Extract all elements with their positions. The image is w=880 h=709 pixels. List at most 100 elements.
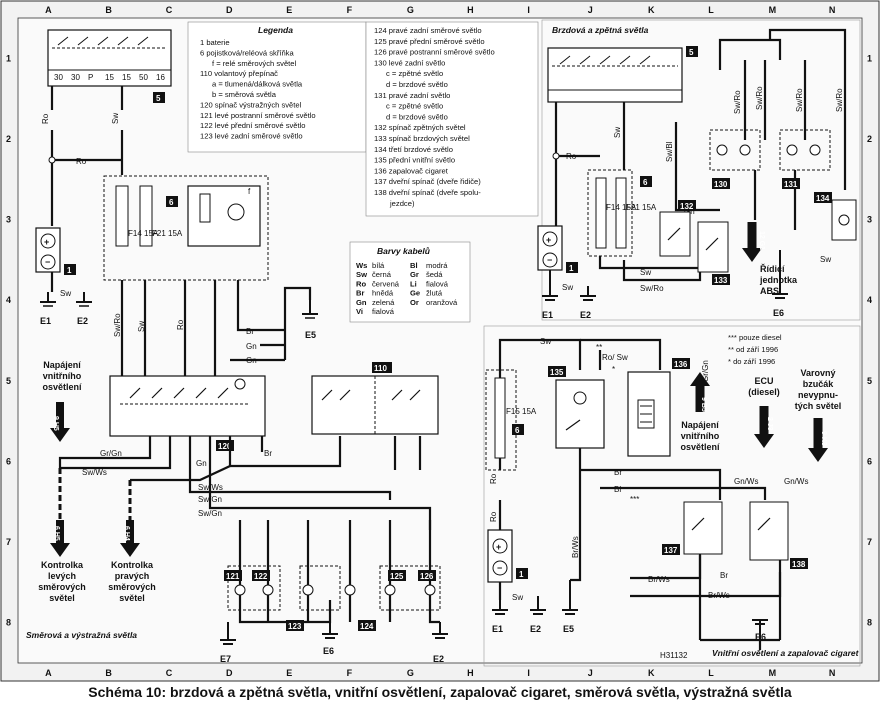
- door-switch-137: 137: [662, 501, 723, 555]
- ground-e1-left: E1: [40, 292, 56, 326]
- grid-row-right-4: 4: [867, 295, 872, 305]
- grid-row-left-4: 4: [6, 295, 11, 305]
- svg-text:Gn: Gn: [246, 356, 257, 365]
- svg-text:* do září 1996: * do září 1996: [728, 357, 775, 366]
- grid-col-bottom-J: J: [588, 668, 593, 678]
- svg-text:E5: E5: [563, 624, 574, 634]
- svg-text:Gn: Gn: [246, 342, 257, 351]
- cable-color-name: červená: [372, 279, 400, 288]
- grid-col-top-N: N: [829, 5, 836, 15]
- ground-e7: E7: [220, 622, 236, 664]
- arrow-caption-line: bzučák: [803, 379, 835, 389]
- svg-text:1: 1: [569, 264, 574, 273]
- grid-row-right-1: 1: [867, 53, 872, 63]
- svg-text:135: 135: [550, 368, 564, 377]
- svg-text:6: 6: [643, 178, 648, 187]
- indicator-lamps-bottom: 121 122 123 124 125 126: [224, 520, 441, 631]
- grid-col-top-A: A: [45, 5, 52, 15]
- arrow-caption-line: směrových: [108, 582, 156, 592]
- cable-code: Ws: [356, 261, 367, 270]
- interior-light-135: 135: [548, 366, 605, 449]
- svg-text:Br/Ws: Br/Ws: [571, 536, 580, 558]
- grid-row-left-5: 5: [6, 376, 11, 386]
- svg-text:Sw: Sw: [540, 337, 551, 346]
- ground-e2-right: E2 Sw: [562, 283, 596, 320]
- svg-text:126: 126: [420, 572, 434, 581]
- arrow-caption-line: vnitřního: [681, 431, 720, 441]
- ground-e6-mid: E6: [322, 622, 338, 656]
- svg-text:138: 138: [792, 560, 806, 569]
- svg-text:5: 5: [689, 48, 694, 57]
- svg-text:12 G1: 12 G1: [758, 231, 765, 250]
- grid-col-top-B: B: [105, 5, 112, 15]
- cable-color-name: fialová: [372, 307, 395, 316]
- wires-left-top: [50, 86, 312, 362]
- section-title-indicators: Směrová a výstražná světla: [26, 630, 137, 640]
- svg-text:Br: Br: [264, 449, 272, 458]
- svg-text:E2: E2: [530, 624, 541, 634]
- legend-entry: 121 levé postranní směrové světlo: [200, 111, 316, 120]
- arrow-caption-line: ECU: [754, 376, 773, 386]
- grid-row-right-3: 3: [867, 215, 872, 225]
- grid-col-bottom-C: C: [166, 668, 173, 678]
- legend-entry: 110 volantový přepínač: [200, 69, 278, 78]
- battery-1-left: + − 1: [35, 227, 76, 275]
- grid-col-top-F: F: [347, 5, 353, 15]
- wires-left-bottom: [58, 436, 432, 530]
- cable-color-name: černá: [372, 270, 392, 279]
- svg-text:Sw/Ro: Sw/Ro: [113, 313, 122, 337]
- grid-col-bottom-G: G: [407, 668, 414, 678]
- svg-text:Br: Br: [614, 468, 622, 477]
- svg-text:E6: E6: [773, 308, 784, 318]
- legend-entry: 123 levé zadní směrové světlo: [200, 132, 303, 141]
- svg-text:*: *: [612, 365, 615, 374]
- ground-e2-mid: E2: [432, 622, 448, 664]
- legend-entry: 130 levé zadní světlo: [374, 58, 445, 67]
- grid-col-top-K: K: [648, 5, 655, 15]
- svg-text:123: 123: [288, 622, 302, 631]
- grid-col-bottom-L: L: [708, 668, 714, 678]
- battery-1-right: + − 1: [537, 225, 578, 273]
- grid-col-bottom-E: E: [286, 668, 292, 678]
- svg-text:E2: E2: [433, 654, 444, 664]
- legend-entry: 120 spínač výstražných světel: [200, 100, 302, 109]
- arrow-caption-line: tých světel: [795, 401, 842, 411]
- grid-row-left-7: 7: [6, 537, 11, 547]
- arrow-caption-line: Kontrolka: [41, 560, 84, 570]
- arrow-caption-line: vnitřního: [43, 371, 82, 381]
- svg-text:E6: E6: [323, 646, 334, 656]
- svg-text:**: **: [596, 343, 602, 352]
- svg-text:***: ***: [630, 495, 639, 504]
- ground-e5-left: E5: [302, 300, 318, 340]
- svg-text:Sw/Gn: Sw/Gn: [198, 495, 222, 504]
- svg-text:Br/Ws: Br/Ws: [708, 591, 730, 600]
- svg-text:Ro: Ro: [489, 473, 498, 484]
- ground-e1-bottom: E1: [492, 600, 508, 634]
- svg-text:Sw/Ro: Sw/Ro: [835, 88, 844, 112]
- svg-text:Gn/Ws: Gn/Ws: [734, 477, 758, 486]
- steering-column-switch-110: 110: [311, 362, 439, 435]
- svg-text:121: 121: [226, 572, 240, 581]
- lamp-131: 131: [779, 129, 831, 189]
- fuse-relay-box-6-right: 6 F14 15A F21 15A: [587, 169, 657, 257]
- grid-col-bottom-A: A: [45, 668, 52, 678]
- svg-text:Sw: Sw: [512, 593, 523, 602]
- lamp-134: 134: [814, 192, 857, 241]
- svg-text:Ro/ Sw: Ro/ Sw: [602, 353, 628, 362]
- fuse-bank-label: 30: [54, 73, 63, 82]
- legend-entry: 6 pojistková/reléová skříňka: [200, 48, 294, 57]
- legend-entry: c = zpětné světlo: [386, 102, 443, 111]
- svg-text:9 K3: 9 K3: [820, 431, 827, 446]
- component-1-label-left: 1: [67, 266, 72, 275]
- arrow-caption-line: nevypnu-: [798, 390, 838, 400]
- svg-text:Sw/Ws: Sw/Ws: [82, 468, 107, 477]
- ground-e2-bottom: E2 Sw: [512, 593, 546, 634]
- fuse-bank-label: 30: [71, 73, 80, 82]
- svg-text:Ro: Ro: [566, 152, 577, 161]
- switch-132: 132: [659, 200, 696, 257]
